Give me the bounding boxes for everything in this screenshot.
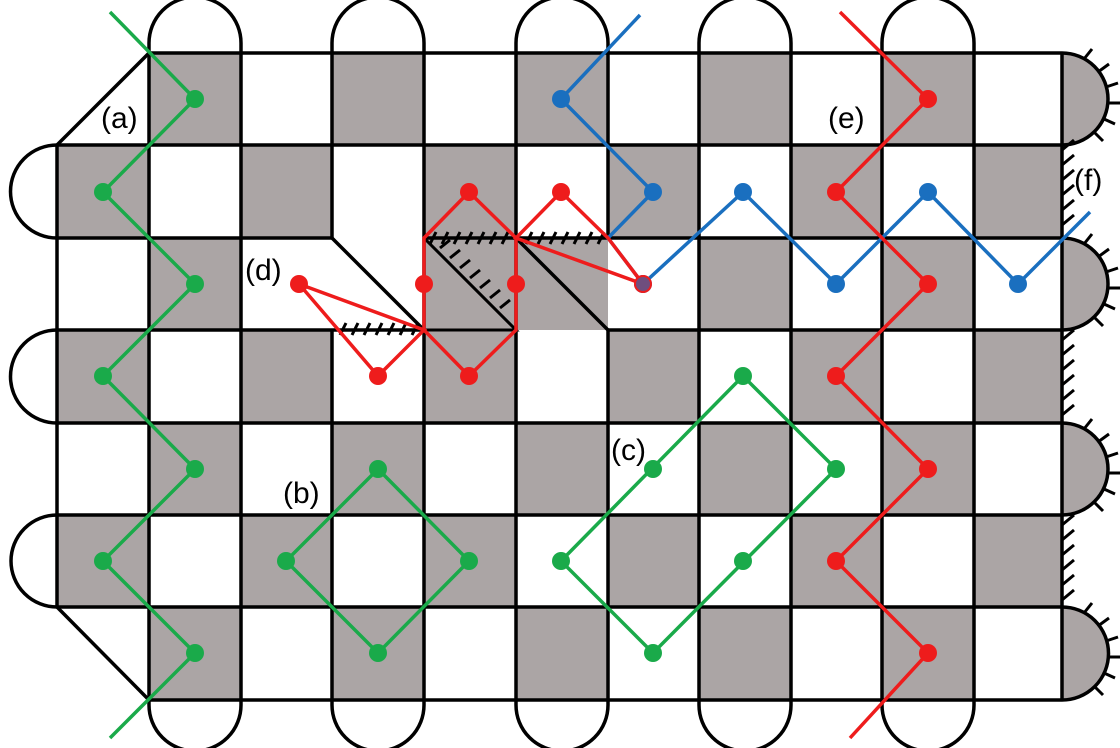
hatch-d-diagonal bbox=[439, 238, 511, 310]
red-triangle-d bbox=[293, 280, 428, 379]
label-b: (b) bbox=[283, 477, 320, 510]
label-c: (c) bbox=[611, 434, 646, 467]
hatch-marks bbox=[338, 48, 1120, 697]
shaded-cells bbox=[57, 53, 1109, 700]
blue-node-overlap bbox=[636, 277, 650, 291]
label-f: (f) bbox=[1074, 164, 1102, 197]
label-e: (e) bbox=[828, 102, 865, 135]
green-nodes bbox=[94, 90, 845, 662]
red-nodes bbox=[290, 90, 937, 662]
label-a: (a) bbox=[101, 102, 138, 135]
label-d: (d) bbox=[245, 254, 282, 287]
hatch-d-lower bbox=[338, 322, 420, 336]
